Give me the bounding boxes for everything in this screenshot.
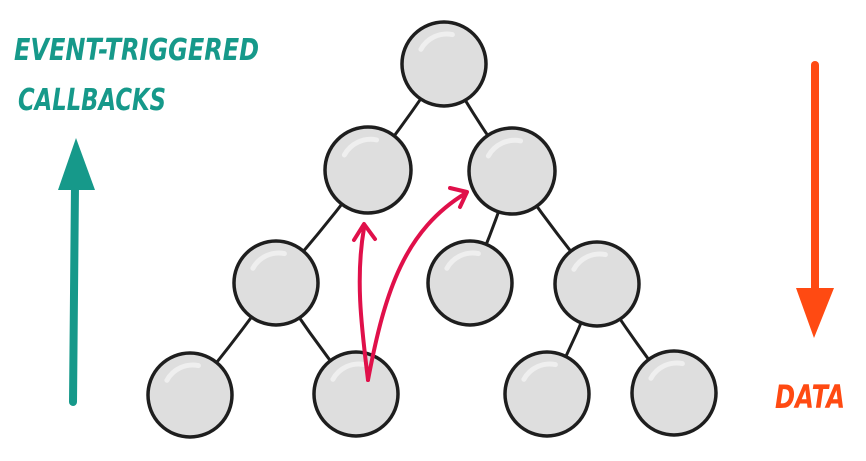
callbacks-label: EVENT-TRIGGERED CALLBACKS <box>14 33 259 118</box>
tree-node-a1r <box>312 350 400 438</box>
callbacks-up-arrow <box>58 138 95 406</box>
tree-node-highlight <box>521 361 558 382</box>
tree-node-highlight <box>444 250 481 271</box>
event-arrows <box>352 186 469 382</box>
tree-nodes <box>146 20 718 439</box>
tree-node-highlight <box>341 136 380 158</box>
tree-node-highlight <box>164 362 201 383</box>
tree-node-a <box>323 125 413 215</box>
tree-node-b <box>467 126 557 216</box>
tree-node-highlight <box>485 137 524 159</box>
tree-node-a1l <box>146 351 234 439</box>
event-arrow-to-parent-head <box>352 222 377 242</box>
tree-node-highlight <box>250 250 287 271</box>
tree-node-a1 <box>232 239 320 327</box>
callbacks-label-line1: EVENT-TRIGGERED <box>14 33 259 68</box>
tree-node-highlight <box>648 360 685 381</box>
event-arrow-to-sibling-branch <box>366 191 468 382</box>
data-down-arrow <box>796 61 834 338</box>
data-label: DATA <box>775 378 845 416</box>
tree-node-b2l <box>503 350 591 438</box>
tree-node-highlight <box>330 361 367 382</box>
tree-node-highlight <box>571 251 608 272</box>
tree-edges <box>188 62 676 397</box>
event-arrow-to-sibling-branch-head <box>448 186 469 209</box>
callbacks-label-line2: CALLBACKS <box>18 83 166 118</box>
tree-node-b2r <box>630 349 718 437</box>
tree-node-root <box>400 20 488 108</box>
tree-node-b2 <box>553 240 641 328</box>
tree-node-b1 <box>426 239 514 327</box>
tree-node-highlight <box>418 31 455 52</box>
event-arrow-to-parent <box>357 226 370 382</box>
